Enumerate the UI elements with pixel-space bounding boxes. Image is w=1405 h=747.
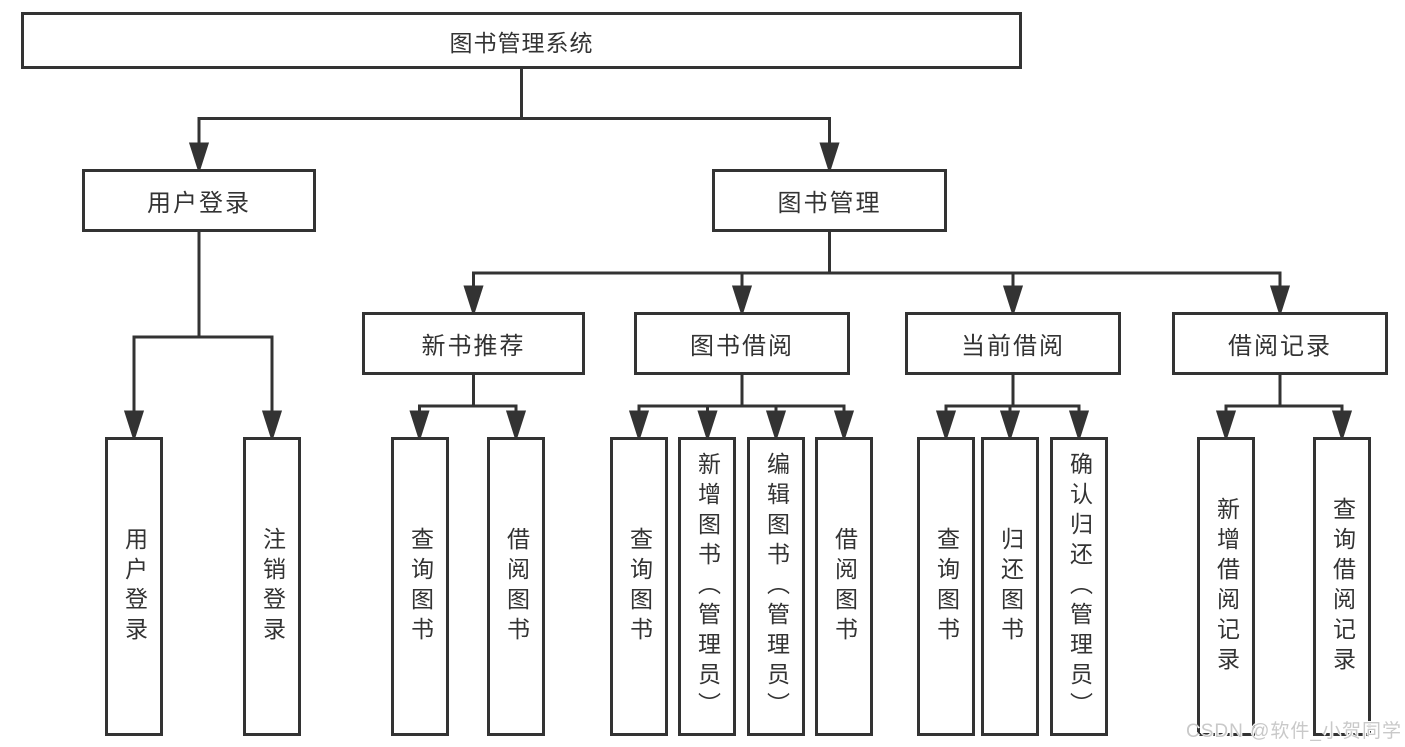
node-new-book-recommend: 新书推荐: [362, 312, 585, 375]
leaf-add-borrow-record-label: 新增借阅记录: [1213, 496, 1240, 677]
leaf-logout: 注销登录: [243, 437, 301, 736]
arrow-down-icon: [1068, 410, 1090, 442]
arrow-down-icon: [697, 410, 718, 442]
arrow-down-icon: [123, 410, 145, 442]
leaf-add-borrow-record: 新增借阅记录: [1197, 437, 1255, 736]
arrow-down-icon: [505, 410, 527, 442]
node-current-borrow-label: 当前借阅: [961, 333, 1065, 360]
arrow-down-icon: [833, 410, 855, 442]
arrow-down-icon: [999, 410, 1021, 442]
leaf-query-books-current: 查询图书: [917, 437, 975, 736]
connector-root-to-level2: [188, 69, 840, 174]
node-user-login-label: 用户登录: [147, 190, 251, 217]
connector-book-management-to-level3: [463, 232, 1291, 317]
leaf-user-login: 用户登录: [105, 437, 163, 736]
arrow-down-icon: [628, 410, 650, 442]
arrow-down-icon: [1269, 285, 1291, 317]
leaf-confirm-return-admin: 确认归还（管理员）: [1050, 437, 1108, 736]
watermark: CSDN @软件_小贺同学: [1186, 721, 1402, 742]
leaf-return-books-label: 归还图书: [997, 526, 1024, 647]
connector-user-login-to-leaves: [123, 232, 283, 442]
arrow-down-icon: [765, 410, 787, 442]
leaf-add-books-admin-label: 新增图书（管理员）: [694, 451, 721, 722]
leaf-borrow-books: 借阅图书: [815, 437, 873, 736]
leaf-edit-books-admin: 编辑图书（管理员）: [747, 437, 805, 736]
arrow-down-icon: [188, 142, 210, 174]
node-new-book-recommend-label: 新书推荐: [421, 333, 526, 360]
arrow-down-icon: [463, 285, 484, 317]
leaf-query-books-borrow: 查询图书: [610, 437, 668, 736]
arrow-down-icon: [261, 410, 283, 442]
connector-book-borrow-to-leaves: [628, 375, 855, 442]
arrow-down-icon: [819, 142, 840, 174]
leaf-query-books-borrow-label: 查询图书: [626, 526, 653, 647]
leaf-confirm-return-admin-label: 确认归还（管理员）: [1066, 451, 1093, 722]
arrow-down-icon: [409, 410, 430, 442]
leaf-borrow-books-label: 借阅图书: [831, 526, 858, 647]
leaf-query-borrow-record-label: 查询借阅记录: [1329, 496, 1356, 677]
node-book-management-label: 图书管理: [777, 190, 882, 217]
leaf-query-books-recommend-label: 查询图书: [407, 526, 434, 647]
arrow-down-icon: [935, 410, 957, 442]
node-book-borrow-label: 图书借阅: [690, 333, 794, 360]
node-current-borrow: 当前借阅: [905, 312, 1121, 375]
arrow-down-icon: [1215, 410, 1237, 442]
node-user-login: 用户登录: [82, 169, 316, 232]
connector-borrow-records-to-leaves: [1215, 375, 1353, 442]
leaf-query-books-recommend: 查询图书: [391, 437, 449, 736]
node-book-management: 图书管理: [712, 169, 947, 232]
leaf-edit-books-admin-label: 编辑图书（管理员）: [763, 451, 790, 722]
node-library-management-system: 图书管理系统: [21, 12, 1022, 69]
node-borrow-records: 借阅记录: [1172, 312, 1388, 375]
connector-current-borrow-to-leaves: [935, 375, 1090, 442]
leaf-query-books-current-label: 查询图书: [933, 526, 960, 647]
connector-new-books-to-leaves: [409, 375, 527, 442]
node-borrow-records-label: 借阅记录: [1228, 333, 1332, 360]
leaf-add-books-admin: 新增图书（管理员）: [678, 437, 736, 736]
leaf-borrow-books-recommend: 借阅图书: [487, 437, 545, 736]
arrow-down-icon: [1002, 285, 1024, 317]
node-library-management-system-label: 图书管理系统: [449, 29, 594, 56]
arrow-down-icon: [1331, 410, 1353, 442]
leaf-query-borrow-record: 查询借阅记录: [1313, 437, 1371, 736]
leaf-user-login-label: 用户登录: [121, 526, 148, 647]
leaf-logout-label: 注销登录: [259, 526, 286, 647]
node-book-borrow: 图书借阅: [634, 312, 850, 375]
leaf-return-books: 归还图书: [981, 437, 1039, 736]
leaf-borrow-books-recommend-label: 借阅图书: [503, 526, 530, 647]
arrow-down-icon: [731, 285, 753, 317]
